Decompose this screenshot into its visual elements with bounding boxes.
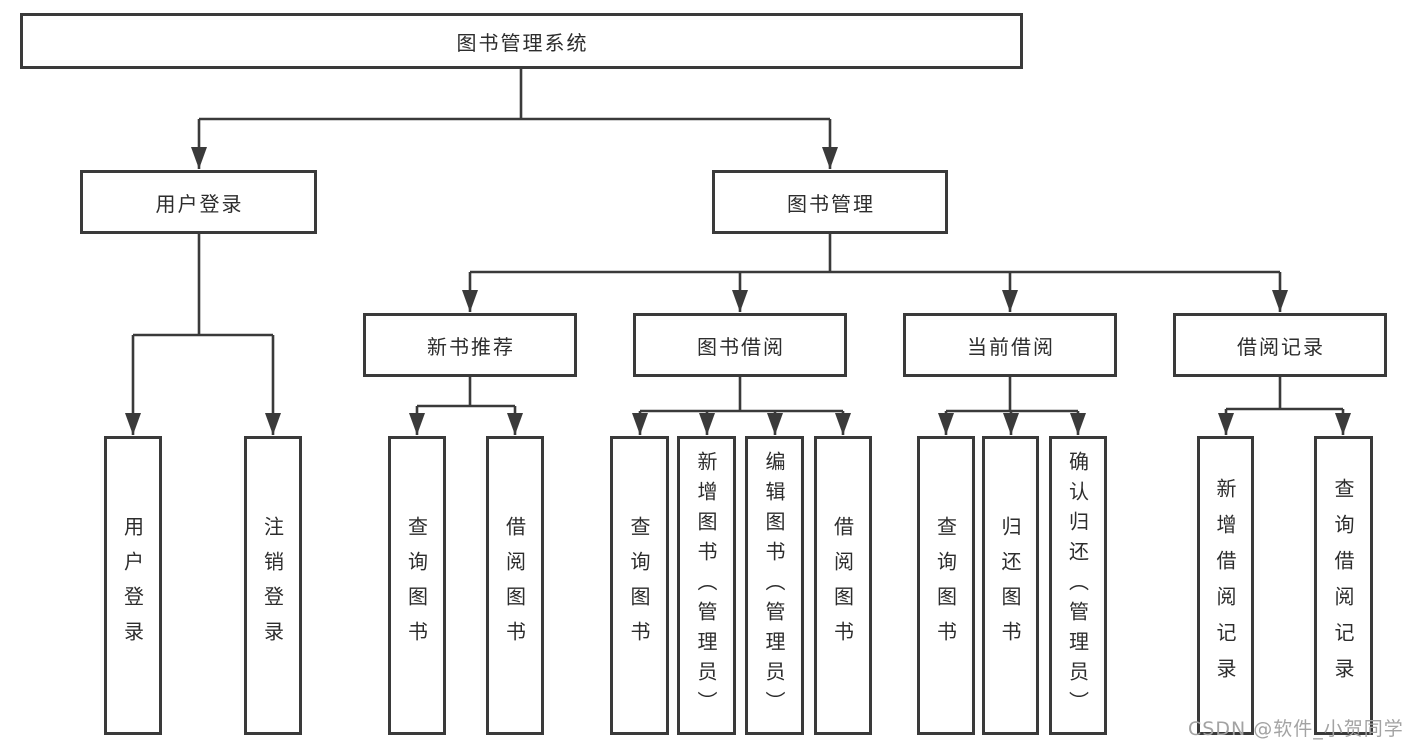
leaf-label: 查询图书 [404, 515, 429, 656]
leaf-label: 借阅图书 [502, 515, 527, 656]
node-label: 图书借阅 [697, 334, 785, 359]
node-current-borrowing: 当前借阅 [903, 313, 1117, 377]
leaf-label: 确认归还（管理员） [1065, 450, 1090, 721]
node-borrowing-records: 借阅记录 [1173, 313, 1387, 377]
node-library-management-system: 图书管理系统 [20, 13, 1023, 69]
leaf-label: 用户登录 [120, 515, 145, 656]
node-label: 用户登录 [155, 191, 244, 216]
leaf-user-login: 用户登录 [104, 436, 162, 735]
leaf-label: 借阅图书 [830, 515, 855, 656]
leaf-query-borrow-record: 查询借阅记录 [1314, 436, 1373, 735]
leaf-add-borrow-record: 新增借阅记录 [1197, 436, 1254, 735]
leaf-label: 查询图书 [627, 515, 651, 656]
leaf-return-book: 归还图书 [982, 436, 1039, 735]
leaf-confirm-return-admin: 确认归还（管理员） [1049, 436, 1107, 735]
leaf-logout: 注销登录 [244, 436, 302, 735]
node-label: 图书管理系统 [456, 30, 589, 55]
leaf-query-books-borrowing: 查询图书 [610, 436, 669, 735]
leaf-label: 新增借阅记录 [1213, 477, 1237, 694]
node-label: 图书管理 [787, 191, 875, 216]
node-book-borrowing: 图书借阅 [633, 313, 847, 377]
node-new-book-recommendation: 新书推荐 [363, 313, 577, 377]
node-user-login: 用户登录 [80, 170, 317, 234]
leaf-label: 查询图书 [933, 515, 958, 656]
leaf-borrow-books-borrowing: 借阅图书 [814, 436, 872, 735]
node-label: 新书推荐 [427, 334, 515, 359]
node-label: 当前借阅 [967, 334, 1055, 359]
leaf-edit-book-admin: 编辑图书（管理员） [745, 436, 804, 735]
leaf-query-books-recommend: 查询图书 [388, 436, 446, 735]
leaf-label: 编辑图书（管理员） [762, 450, 786, 721]
leaf-label: 查询借阅记录 [1331, 477, 1355, 694]
leaf-add-book-admin: 新增图书（管理员） [677, 436, 736, 735]
leaf-label: 注销登录 [260, 515, 285, 656]
csdn-watermark: CSDN @软件_小贺同学 [1188, 718, 1404, 740]
node-book-management: 图书管理 [712, 170, 948, 234]
leaf-label: 新增图书（管理员） [694, 450, 718, 721]
leaf-borrow-books-recommend: 借阅图书 [486, 436, 544, 735]
leaf-label: 归还图书 [998, 515, 1022, 656]
node-label: 借阅记录 [1237, 334, 1325, 359]
leaf-query-books-current: 查询图书 [917, 436, 975, 735]
